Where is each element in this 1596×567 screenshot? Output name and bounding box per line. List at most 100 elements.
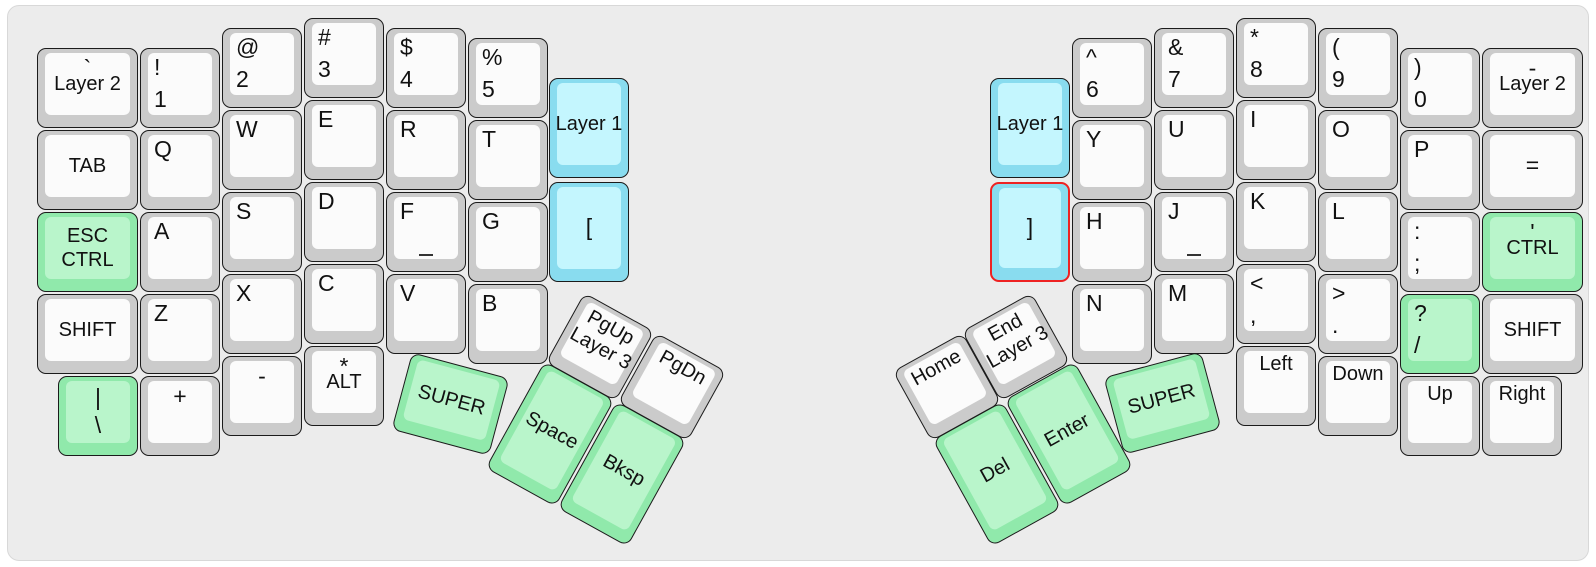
key-label-center: SUPER xyxy=(1112,358,1210,440)
key-u[interactable]: U xyxy=(1154,110,1234,190)
keycap-surface: P xyxy=(1408,135,1472,197)
homing-bar xyxy=(419,254,433,256)
keycap-surface: @2 xyxy=(230,33,294,95)
keycap-surface: :; xyxy=(1408,217,1472,279)
key-super-left[interactable]: SUPER xyxy=(391,352,510,456)
key-shift-right[interactable]: SHIFT xyxy=(1482,294,1583,374)
key-rbracket[interactable]: ] xyxy=(990,182,1070,282)
key-num2[interactable]: @2 xyxy=(222,28,302,108)
key-layer1-left[interactable]: Layer 1 xyxy=(549,78,629,178)
key-w[interactable]: W xyxy=(222,110,302,190)
key-label: @ xyxy=(236,34,260,60)
key-label: Layer 1 xyxy=(996,113,1064,135)
keycap-surface: SUPER xyxy=(1112,358,1211,441)
keycap-surface: <, xyxy=(1244,269,1308,331)
keycap-surface: >. xyxy=(1326,279,1390,341)
key-question-slash[interactable]: ?/ xyxy=(1400,294,1480,374)
keycap-surface: Y xyxy=(1080,125,1144,187)
key-layer2-right[interactable]: -Layer 2 xyxy=(1482,48,1583,128)
key-layer2-left[interactable]: `Layer 2 xyxy=(37,48,138,128)
key-label: X xyxy=(236,280,252,306)
key-super-right[interactable]: SUPER xyxy=(1103,351,1222,455)
key-label-top: Home xyxy=(903,343,970,394)
key-right-arrow[interactable]: Right xyxy=(1482,376,1562,456)
key-tab[interactable]: TAB xyxy=(37,130,138,210)
key-p[interactable]: P xyxy=(1400,130,1480,210)
keycap-surface: R xyxy=(394,115,458,177)
key-label-center: SHIFT xyxy=(1490,299,1575,361)
key-i[interactable]: I xyxy=(1236,100,1316,180)
key-l[interactable]: L xyxy=(1318,192,1398,272)
key-comma[interactable]: <, xyxy=(1236,264,1316,344)
key-t[interactable]: T xyxy=(468,120,548,200)
keycap-surface: O xyxy=(1326,115,1390,177)
key-num0[interactable]: )0 xyxy=(1400,48,1480,128)
key-b[interactable]: B xyxy=(468,284,548,364)
keycap-surface: SHIFT xyxy=(45,299,130,361)
key-label-top: PgDn xyxy=(649,343,716,394)
key-label: + xyxy=(173,383,187,409)
key-k[interactable]: K xyxy=(1236,182,1316,262)
key-pipe-backslash[interactable]: |\ xyxy=(58,376,138,456)
key-num1[interactable]: !1 xyxy=(140,48,220,128)
key-label-center: ALT xyxy=(312,351,376,413)
key-period[interactable]: >. xyxy=(1318,274,1398,354)
key-star-alt[interactable]: *ALT xyxy=(304,346,384,426)
key-label-top: - xyxy=(1490,55,1575,81)
key-num8[interactable]: *8 xyxy=(1236,18,1316,98)
key-semicolon[interactable]: :; xyxy=(1400,212,1480,292)
key-minus-left[interactable]: - xyxy=(222,356,302,436)
key-g[interactable]: G xyxy=(468,202,548,282)
keycap-surface: Layer 1 xyxy=(996,83,1064,165)
key-j[interactable]: J xyxy=(1154,192,1234,272)
key-label-center: Layer 1 xyxy=(996,83,1064,165)
key-equals[interactable]: = xyxy=(1482,130,1583,210)
key-label-top: ` xyxy=(45,55,130,81)
key-y[interactable]: Y xyxy=(1072,120,1152,200)
key-num4[interactable]: $4 xyxy=(386,28,466,108)
key-label: , xyxy=(1250,302,1257,328)
key-x[interactable]: X xyxy=(222,274,302,354)
key-num6[interactable]: ^6 xyxy=(1072,38,1152,118)
key-lbracket[interactable]: [ xyxy=(549,182,629,282)
key-c[interactable]: C xyxy=(304,264,384,344)
keycap-surface: 'CTRL xyxy=(1490,217,1575,279)
key-label-center: SHIFT xyxy=(45,299,130,361)
key-num9[interactable]: (9 xyxy=(1318,28,1398,108)
keycap-surface: Right xyxy=(1490,381,1554,443)
key-r[interactable]: R xyxy=(386,110,466,190)
key-v[interactable]: V xyxy=(386,274,466,354)
key-num7[interactable]: &7 xyxy=(1154,28,1234,108)
key-label: C xyxy=(318,270,335,296)
key-plus[interactable]: + xyxy=(140,376,220,456)
key-n[interactable]: N xyxy=(1072,284,1152,364)
key-label: L xyxy=(1332,198,1345,224)
key-s[interactable]: S xyxy=(222,192,302,272)
keycap-surface: &7 xyxy=(1162,33,1226,95)
keycap-surface: #3 xyxy=(312,23,376,85)
key-left-arrow[interactable]: Left xyxy=(1236,346,1316,426)
keycap-surface: L xyxy=(1326,197,1390,259)
key-label: M xyxy=(1168,280,1188,306)
key-quote-ctrl[interactable]: 'CTRL xyxy=(1482,212,1583,292)
key-layer1-right[interactable]: Layer 1 xyxy=(990,78,1070,178)
key-d[interactable]: D xyxy=(304,182,384,262)
key-num3[interactable]: #3 xyxy=(304,18,384,98)
keycap-surface: W xyxy=(230,115,294,177)
key-h[interactable]: H xyxy=(1072,202,1152,282)
key-q[interactable]: Q xyxy=(140,130,220,210)
key-m[interactable]: M xyxy=(1154,274,1234,354)
keycap-surface: H xyxy=(1080,207,1144,269)
key-num5[interactable]: %5 xyxy=(468,38,548,118)
key-o[interactable]: O xyxy=(1318,110,1398,190)
key-a[interactable]: A xyxy=(140,212,220,292)
key-down-arrow[interactable]: Down xyxy=(1318,356,1398,436)
key-f[interactable]: F xyxy=(386,192,466,272)
key-shift-left[interactable]: SHIFT xyxy=(37,294,138,374)
key-e[interactable]: E xyxy=(304,100,384,180)
key-z[interactable]: Z xyxy=(140,294,220,374)
key-up-arrow[interactable]: Up xyxy=(1400,376,1480,456)
